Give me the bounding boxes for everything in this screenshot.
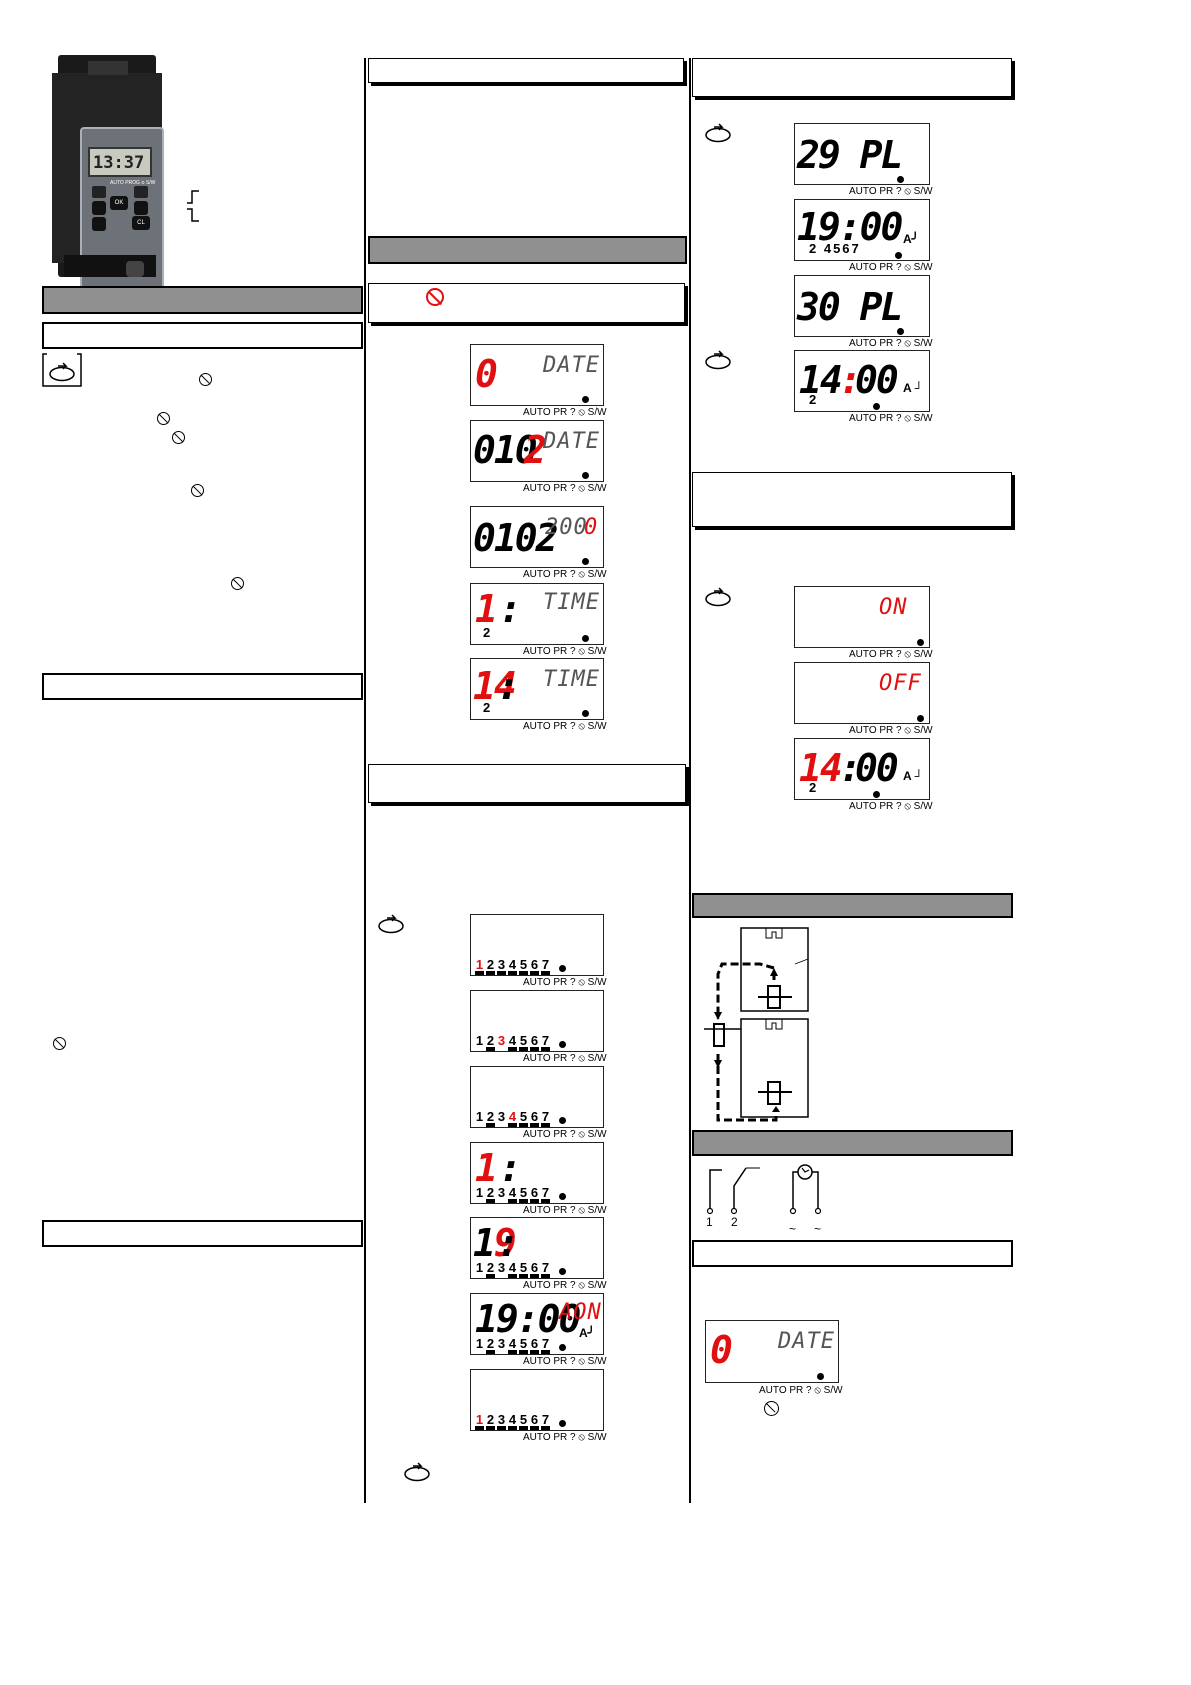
no-symbol-icon	[191, 484, 204, 497]
column-divider-2	[689, 58, 691, 1503]
terminal-label-1: 1	[706, 1215, 713, 1229]
reset-button-icon	[42, 353, 82, 387]
no-symbol-icon	[53, 1037, 66, 1050]
no-symbol-icon	[172, 431, 185, 444]
section-box-2	[42, 673, 363, 700]
section-box-8	[692, 472, 1012, 527]
lcd-status: AUTO PR ? ⦸ S/W	[523, 1432, 607, 1443]
lcd-status: AUTO PR ? ⦸ S/W	[523, 1280, 607, 1291]
lcd-status: AUTO PR ? ⦸ S/W	[849, 725, 933, 736]
no-symbol-icon	[231, 577, 244, 590]
no-symbol-icon	[764, 1401, 779, 1416]
lcd-status: AUTO PR ? ⦸ S/W	[523, 1356, 607, 1367]
lcd-status: AUTO PR ? ⦸ S/W	[523, 1205, 607, 1216]
lcd-status: AUTO PR ? ⦸ S/W	[849, 649, 933, 660]
lcd-date-2: 010 2 DATE	[470, 420, 604, 482]
no-symbol-icon	[157, 412, 170, 425]
section-box-1	[42, 322, 363, 349]
lcd-status: AUTO PR ? ⦸ S/W	[523, 1129, 607, 1140]
lcd-program-14: 14 : 00 2 A ┘	[794, 350, 930, 412]
lcd-status: AUTO PR ? ⦸ S/W	[759, 1385, 843, 1396]
ac-label-2: ~	[814, 1222, 822, 1236]
terminal-label-2: 2	[731, 1215, 738, 1229]
lcd-status: AUTO PR ? ⦸ S/W	[523, 646, 607, 657]
section-box-4	[368, 58, 684, 83]
wiring-diagram	[706, 1164, 822, 1215]
switch-off-symbol	[187, 208, 199, 222]
device-button-menu[interactable]	[134, 186, 148, 198]
lcd-time-1: 1 : TIME 2	[470, 583, 604, 645]
no-symbol-red-icon	[426, 288, 444, 306]
lcd-status: AUTO PR ? ⦸ S/W	[849, 801, 933, 812]
no-symbol-icon	[199, 373, 212, 386]
lcd-status: AUTO PR ? ⦸ S/W	[523, 407, 607, 418]
lcd-manual-time: 14 : 00 2 A ┘	[794, 738, 930, 800]
lcd-reset-date: 0 DATE	[705, 1320, 839, 1383]
lcd-status: AUTO PR ? ⦸ S/W	[849, 413, 933, 424]
section-box-9	[692, 1240, 1013, 1267]
device-photo: 13:37 AUTO PROG ⦸ S/W OK CL	[52, 55, 164, 292]
section-box-6	[368, 764, 686, 803]
section-bar-1	[42, 286, 363, 314]
section-box-5	[368, 283, 685, 323]
section-box-7	[692, 58, 1012, 97]
lcd-status: AUTO PR ? ⦸ S/W	[523, 569, 607, 580]
cycle-button-icon	[705, 350, 731, 370]
device-button-left[interactable]	[92, 201, 106, 215]
device-label: AUTO PROG ⦸ S/W	[110, 180, 156, 186]
cycle-button-icon	[705, 587, 731, 607]
lcd-date-3: 0102 200 0	[470, 506, 604, 568]
lcd-status: AUTO PR ? ⦸ S/W	[523, 1053, 607, 1064]
section-box-3	[42, 1220, 363, 1247]
device-button-back[interactable]	[134, 201, 148, 215]
section-bar-4	[692, 1130, 1013, 1156]
section-bar-2	[368, 236, 687, 264]
mounting-diagram	[704, 927, 809, 1122]
lcd-time-2: 14 : TIME 2	[470, 658, 604, 720]
lcd-program-29: 29 PL	[794, 123, 930, 185]
lcd-status: AUTO PR ? ⦸ S/W	[849, 186, 933, 197]
cycle-button-icon	[705, 123, 731, 143]
device-lcd-time: 13:37	[93, 153, 145, 173]
lcd-status: AUTO PR ? ⦸ S/W	[523, 977, 607, 988]
ac-label-1: ~	[789, 1222, 797, 1236]
lcd-status: AUTO PR ? ⦸ S/W	[849, 262, 933, 273]
device-button-ok[interactable]: OK	[110, 196, 128, 210]
section-bar-3	[692, 893, 1013, 918]
lcd-date-1: 0 DATE	[470, 344, 604, 406]
lcd-program-time: 19:00 2 4567 A╯	[794, 199, 930, 261]
lcd-status: AUTO PR ? ⦸ S/W	[849, 338, 933, 349]
device-button-up[interactable]	[92, 186, 106, 198]
device-lcd: 13:37	[88, 147, 152, 177]
column-divider-1	[364, 58, 366, 1503]
device-button-down[interactable]	[92, 217, 106, 231]
lcd-manual-off: OFF	[794, 662, 930, 724]
lcd-manual-on: ON	[794, 586, 930, 648]
lcd-status: AUTO PR ? ⦸ S/W	[523, 483, 607, 494]
switch-on-symbol	[187, 190, 199, 204]
lcd-program-30: 30 PL	[794, 275, 930, 337]
device-button-cl[interactable]: CL	[132, 216, 150, 230]
cycle-button-icon	[378, 914, 404, 934]
cycle-button-icon	[404, 1462, 430, 1482]
lcd-status: AUTO PR ? ⦸ S/W	[523, 721, 607, 732]
